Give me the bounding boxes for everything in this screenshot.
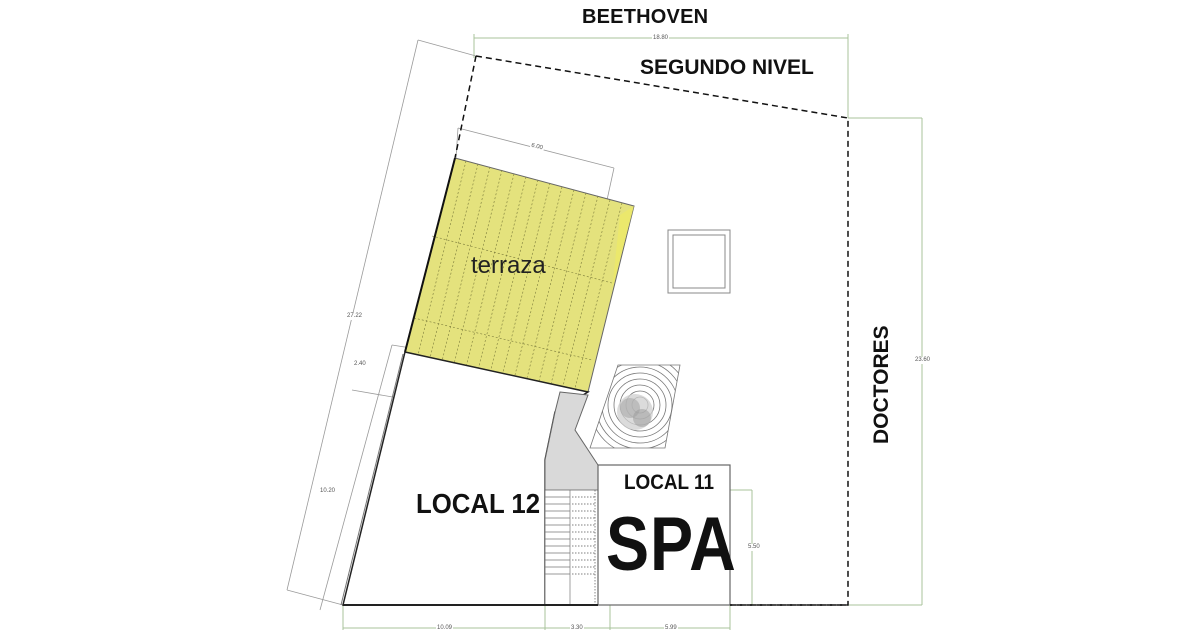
dim-left-upper: 2.40 <box>353 361 367 368</box>
dim-bottom-left: 10.09 <box>436 625 454 632</box>
street-label-right: DOCTORES <box>870 325 893 444</box>
stair-core <box>544 391 599 606</box>
tree-planter <box>589 364 681 449</box>
dim-right-depth: 23.60 <box>914 357 932 364</box>
dim-spa-depth: 5.50 <box>747 544 761 551</box>
dim-left-total: 27.22 <box>346 313 364 320</box>
dim-bottom-middle: 3.30 <box>570 625 584 632</box>
dim-left-lower: 10.20 <box>319 488 337 495</box>
terrace <box>404 157 635 393</box>
skylight <box>667 229 731 294</box>
property-outline <box>454 55 849 606</box>
terrace-label: terraza <box>471 252 546 279</box>
local-11-outline <box>597 464 731 606</box>
dim-bottom-right: 5.99 <box>664 625 678 632</box>
street-label-top: BEETHOVEN <box>582 6 709 28</box>
local-11-label: LOCAL 11 <box>624 471 714 494</box>
level-label: SEGUNDO NIVEL <box>640 56 814 79</box>
local-12-label: LOCAL 12 <box>416 488 541 519</box>
spa-label: SPA <box>606 502 737 587</box>
dim-top-width: 18.80 <box>652 35 670 42</box>
